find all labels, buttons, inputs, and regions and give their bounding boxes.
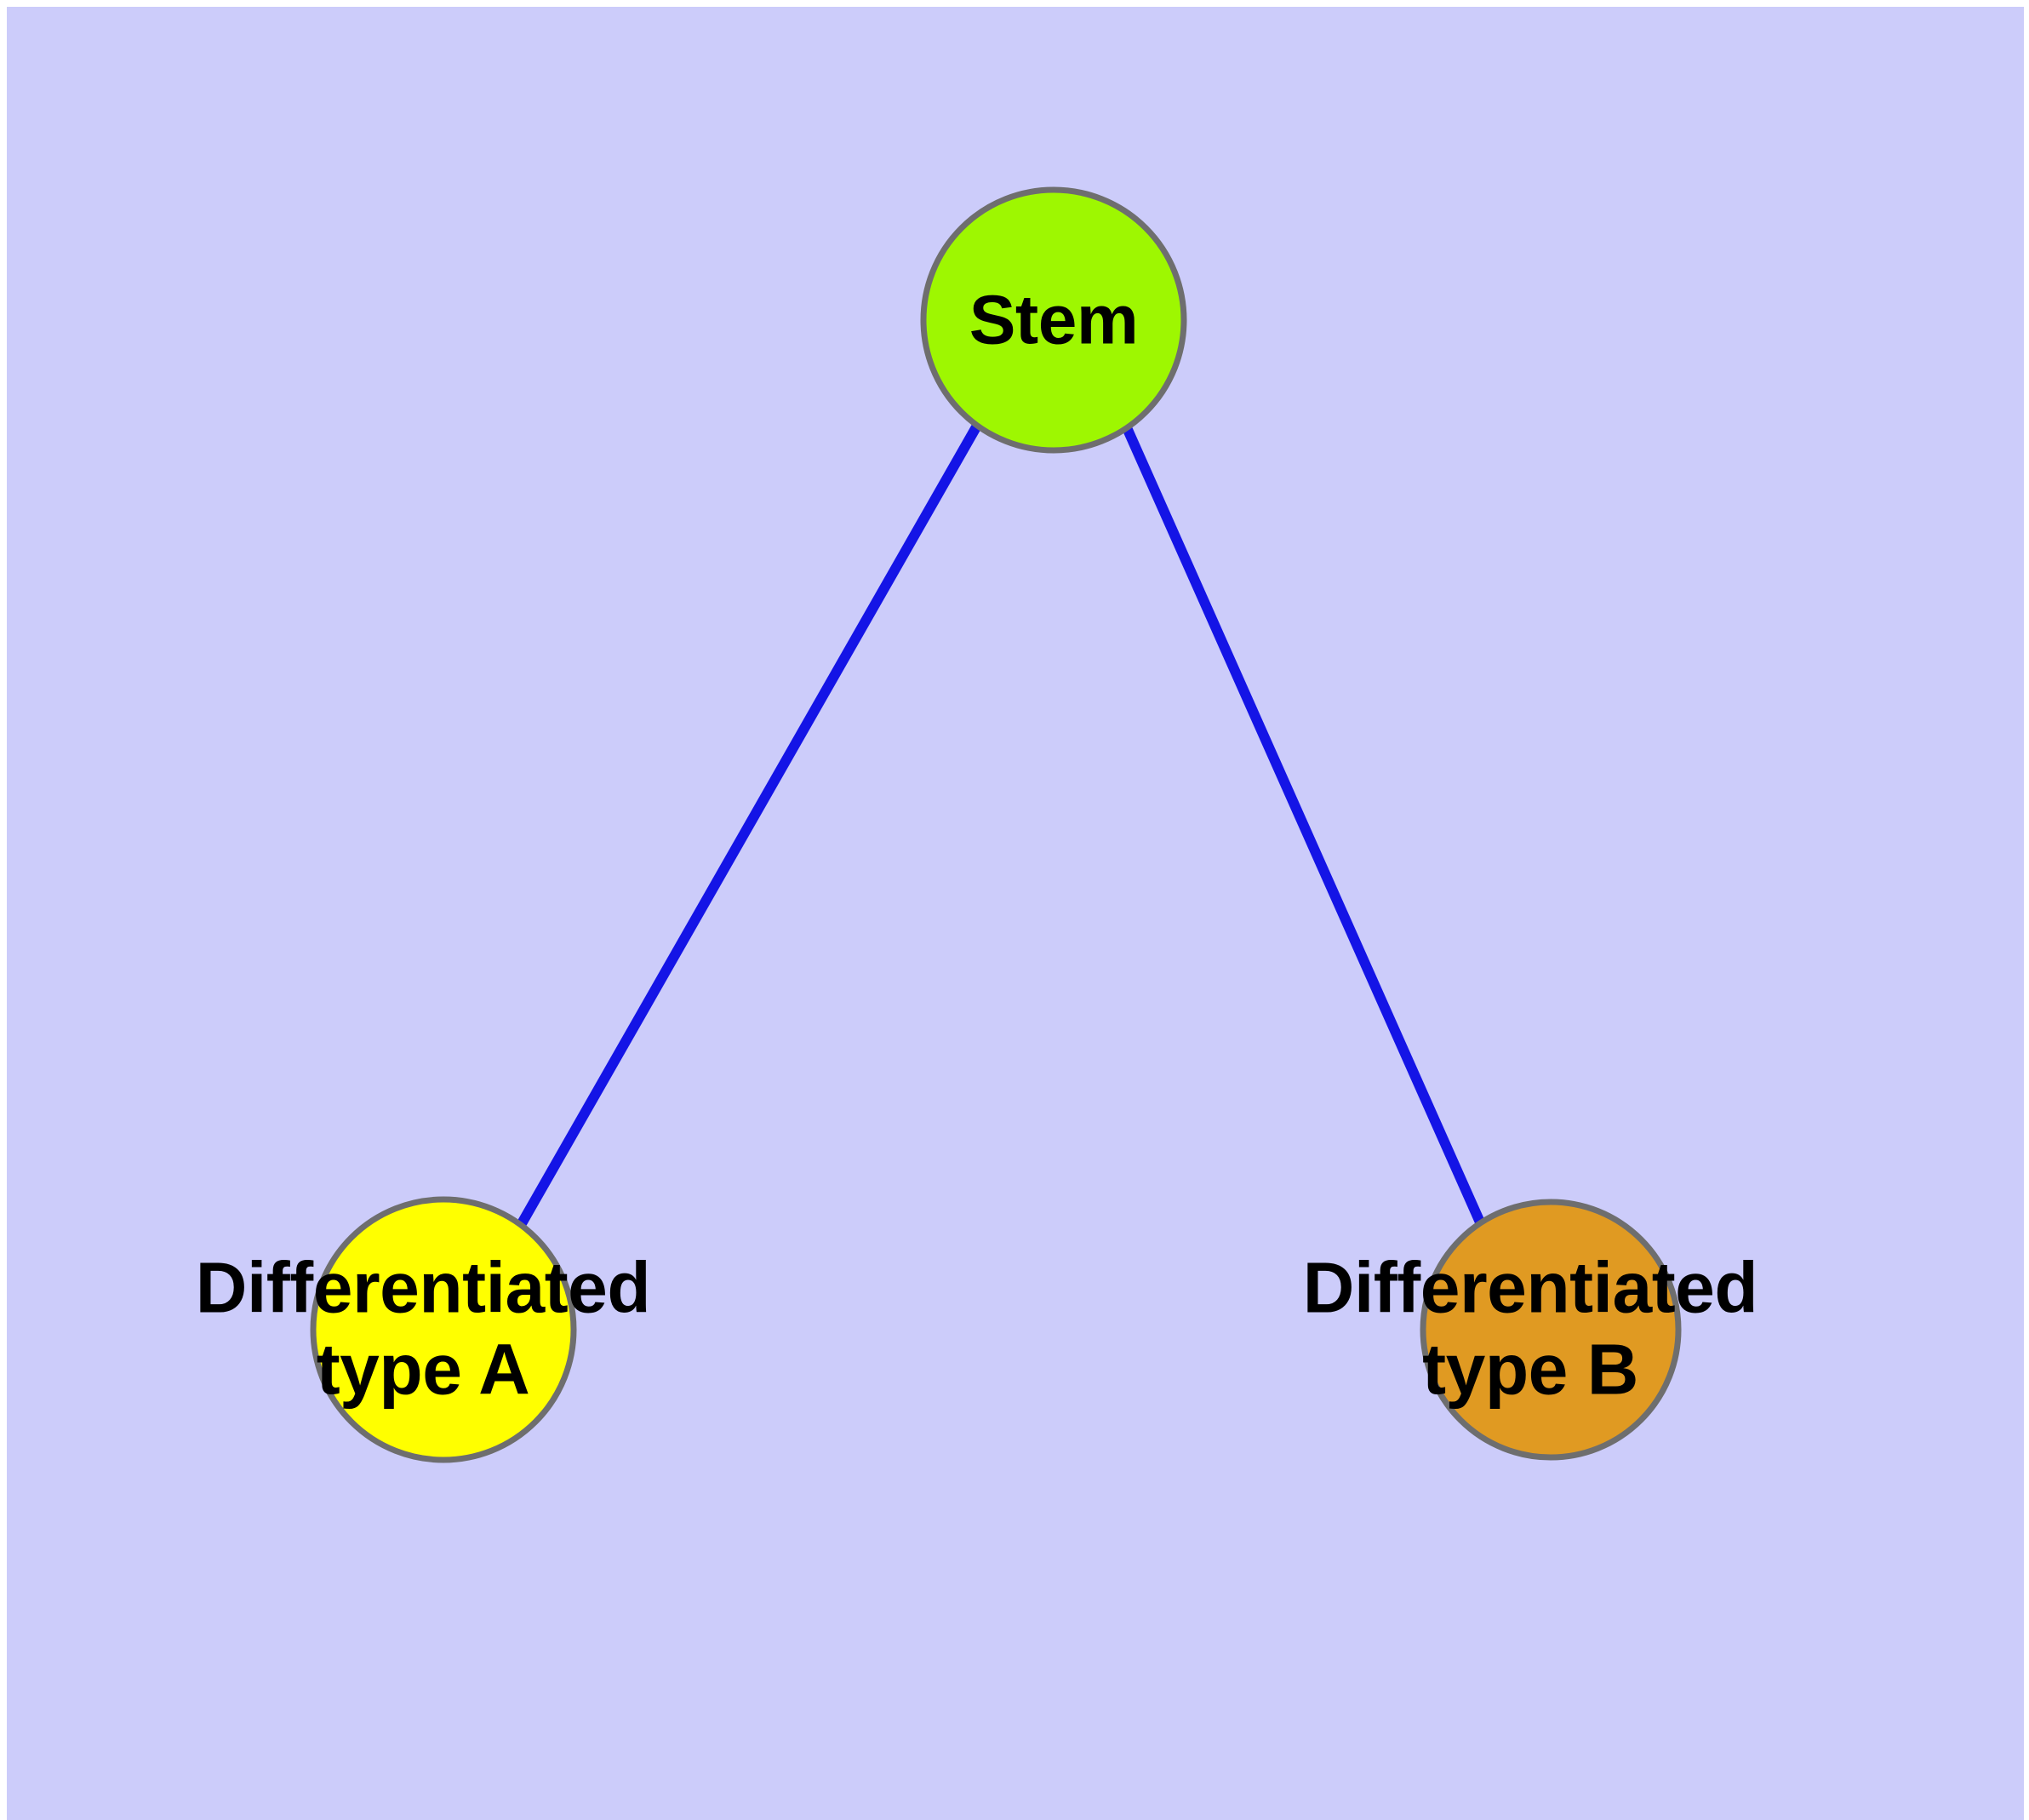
node-differentiated-type-a[interactable] [310, 1196, 577, 1463]
nodes-layer [310, 186, 1682, 1463]
edge-stem-to-differentiated-type-b[interactable] [1120, 421, 1486, 1227]
node-differentiated-type-b[interactable] [1420, 1199, 1682, 1461]
edges-layer [516, 421, 1486, 1228]
node-stem[interactable] [920, 186, 1187, 454]
edge-stem-to-differentiated-type-a[interactable] [516, 423, 982, 1228]
